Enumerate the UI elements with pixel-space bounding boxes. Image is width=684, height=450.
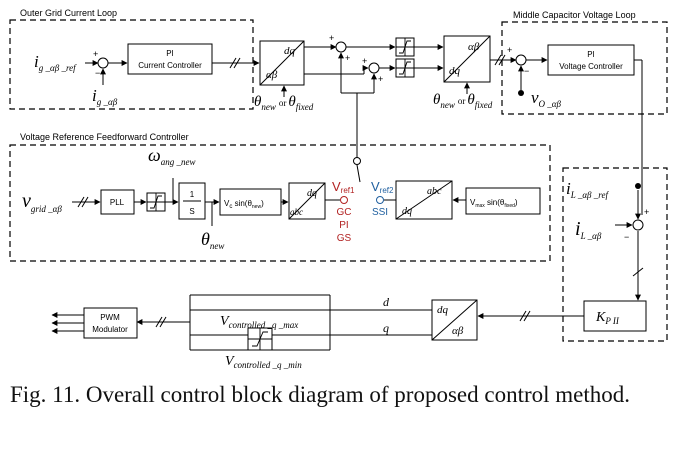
vref2-label: Vref2 [371,179,394,195]
control-block-diagram: Outer Grid Current Loop Middle Capacitor… [9,8,668,370]
ab-to-dq-transform-3-dq: dq [437,304,449,316]
vref1-label: Vref1 [332,179,355,195]
theta-new-ff-label: θnew [201,229,224,251]
feedforward-region [9,144,551,262]
vref1-option-gc: GC [337,207,352,218]
vref2-option-ssi: SSI [372,207,388,218]
pi-current-controller [127,43,213,75]
middle-sum-plus: + [507,45,512,55]
middle-sum-minus: − [524,66,529,76]
abc-to-dq-transform-4-abc: abc [290,207,303,217]
il-ref-junction-dot [635,183,641,189]
vref1-switch-contact [340,196,348,204]
ig-ref-label: ig _αβ _ref [34,52,77,73]
pwm-label-1: PWM [100,313,120,322]
vmax-sin-block [465,187,541,215]
q-saturation-icon [396,59,414,77]
ab-to-dq-transform-1-ab: αβ [266,69,278,81]
dq-to-ab-transform-2-diag [443,35,491,83]
inner-loop-region [562,167,668,342]
feedforward-title: Voltage Reference Feedforward Controller [20,132,189,142]
pi-voltage-label-2: Voltage Controller [559,62,623,71]
q-sum-plus: + [362,56,367,66]
vo-label: vO _αβ [531,88,562,109]
middle-loop-title: Middle Capacitor Voltage Loop [513,10,636,20]
pwm-modulator-block [83,307,138,339]
outer-loop-region [9,19,254,110]
d-sum-junction [335,41,347,53]
pll-saturation-icon [147,193,165,211]
vo-source-dot [518,90,524,96]
bus-tick-1b [233,57,241,69]
bus-tick-5b [159,316,167,328]
integrator-den: S [189,207,194,216]
vctrl-max-label: Vcontrolled _q _max [220,314,298,330]
dq-to-ab-transform-2-ab: αβ [468,41,480,53]
bus-tick-2b [498,54,506,66]
bus-tick-6b [81,196,89,208]
abc-to-dq-transform-4-dq: dq [307,188,317,199]
abc-to-dq-transform-5-abc: abc [427,186,442,197]
pi-voltage-label-1: PI [587,50,595,59]
vmax-sin-label: Vmax sin(θfixed) [470,198,518,209]
pwm-label-2: Modulator [92,325,128,334]
bus-tick-6a [77,196,85,208]
bus-tick-4a [519,310,527,322]
bus-tick-5a [155,316,163,328]
outer-sum-junction [97,57,109,69]
q-sum-plus-b: + [378,74,383,84]
vc-sin-label: Vc sin(θnew) [224,199,264,210]
pi-current-label-2: Current Controller [138,61,202,70]
q-label: q [383,321,389,335]
abc-to-dq-transform-4-diag [288,182,326,220]
abc-to-dq-transform-5-dq: dq [402,206,412,217]
vref1-option-gs: GS [337,233,352,244]
d-label: d [383,295,390,309]
d-sum-plus: + [329,33,334,43]
vgrid-label: vgrid _αβ [22,190,62,214]
bus-tick-4b [523,310,531,322]
ab-to-dq-transform-3-diag [431,299,478,341]
il-label: iL _αβ [575,218,602,241]
dq-to-ab-transform-2-dq: dq [449,65,461,77]
outer-sum-minus: − [95,68,100,78]
vctrl-min-label: Vcontrolled _q _min [225,354,302,370]
inner-sum-minus: − [624,232,629,242]
selector-switch-blade [356,164,361,183]
pi-current-label-1: PI [166,49,174,58]
vref1-option-pi: PI [339,220,348,231]
omega-label: ωang _new [148,145,195,167]
selector-switch-common [353,157,361,165]
bus-tick-2a [494,54,502,66]
d-sum-plus-b: + [345,53,350,63]
d-saturation-icon [396,38,414,56]
inner-sum-junction [632,219,644,231]
ab-to-dq-transform-3-ab: αβ [452,325,464,337]
pll-label: PLL [110,198,125,207]
il-ref-label: iL _αβ _ref [566,179,609,200]
bus-tick-3 [632,267,644,277]
pll-block [100,189,135,215]
figure-caption: Fig. 11. Overall control block diagram o… [10,382,631,407]
vref2-switch-contact [376,196,384,204]
proportional-gain-label: KP II [595,310,620,326]
outer-loop-title: Outer Grid Current Loop [20,8,117,18]
q-limit-saturation-icon [248,328,272,350]
middle-loop-region [501,21,668,115]
inner-sum-plus: + [644,207,649,217]
abc-to-dq-transform-5-diag [395,180,453,220]
bus-tick-1a [229,57,237,69]
ig-label: ig _αβ [92,86,118,107]
outer-sum-plus: + [93,49,98,59]
middle-sum-junction [515,54,527,66]
integrator-num: 1 [190,190,195,199]
ab-to-dq-transform-1-diag [259,40,305,86]
q-sum-junction [368,62,380,74]
ab-to-dq-transform-1-dq: dq [284,45,296,57]
vc-sin-block [219,188,282,216]
